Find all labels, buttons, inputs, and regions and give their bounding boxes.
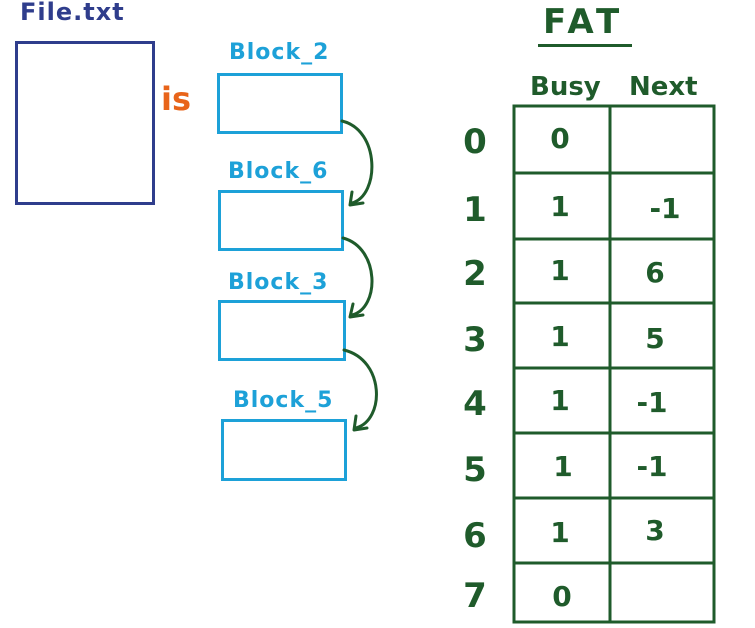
arrowhead-3 — [348, 302, 365, 319]
fat-next-cell: 6 — [645, 256, 665, 289]
block-box-3 — [218, 300, 346, 361]
next-column-header: Next — [629, 72, 698, 102]
arrowhead-6 — [348, 190, 365, 207]
fat-row-index: 3 — [463, 320, 487, 360]
fat-next-cell: -1 — [636, 450, 668, 483]
is-label: is — [161, 80, 192, 118]
fat-busy-cell: 0 — [550, 122, 570, 155]
file-box — [15, 41, 155, 205]
fat-row-index: 1 — [463, 190, 487, 230]
fat-busy-cell: 1 — [550, 320, 570, 353]
fat-row-index: 7 — [463, 576, 487, 616]
fat-busy-cell: 1 — [550, 190, 570, 223]
fat-next-cell: -1 — [636, 386, 668, 419]
arrow-3-to-5 — [342, 348, 378, 430]
block-box-2 — [217, 73, 343, 134]
fat-busy-cell: 1 — [550, 516, 570, 549]
block-label-2: Block_2 — [229, 40, 330, 65]
fat-busy-cell: 1 — [550, 384, 570, 417]
block-box-6 — [218, 190, 344, 251]
fat-next-cell: 5 — [645, 322, 665, 355]
fat-title-underline — [538, 44, 632, 47]
arrow-2-to-6 — [340, 119, 374, 205]
fat-row-index: 0 — [463, 122, 487, 162]
fat-title: FAT — [543, 2, 625, 42]
block-label-5: Block_5 — [233, 388, 334, 413]
fat-busy-cell: 1 — [553, 450, 573, 483]
arrowhead-5 — [352, 414, 369, 432]
busy-column-header: Busy — [530, 72, 601, 102]
block-label-3: Block_3 — [228, 270, 329, 295]
fat-busy-cell: 1 — [550, 254, 570, 287]
block-box-5 — [221, 419, 347, 481]
block-label-6: Block_6 — [228, 159, 329, 184]
fat-next-cell: -1 — [649, 192, 681, 225]
fat-row-index: 5 — [463, 450, 487, 490]
fat-busy-cell: 0 — [552, 580, 572, 613]
arrow-6-to-3 — [341, 236, 374, 317]
fat-row-index: 2 — [463, 254, 487, 294]
fat-row-index: 6 — [463, 516, 487, 556]
fat-next-cell: 3 — [645, 514, 665, 547]
fat-row-index: 4 — [463, 384, 487, 424]
file-name-label: File.txt — [20, 0, 125, 26]
